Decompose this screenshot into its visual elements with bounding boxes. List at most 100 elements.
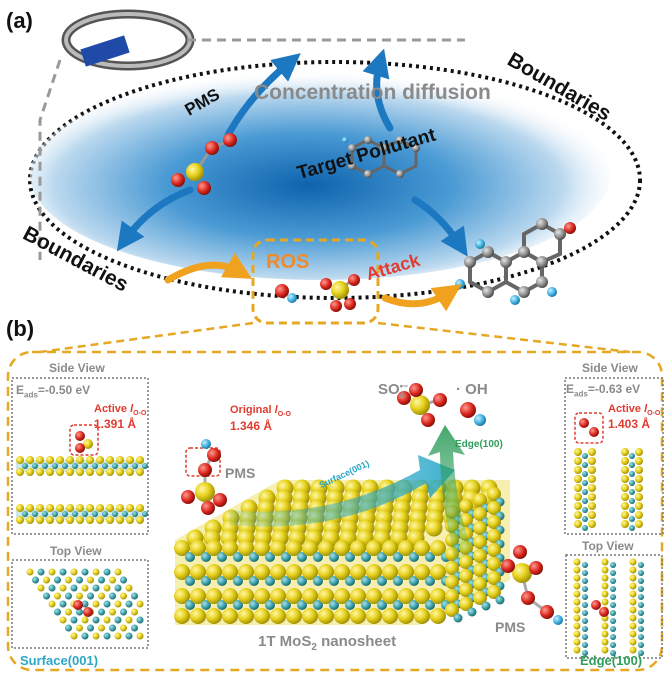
sulfur-atom bbox=[190, 608, 206, 624]
active-left-label: Active lO-O bbox=[94, 403, 147, 418]
sulfur-atom bbox=[103, 584, 111, 592]
sulfur-atom bbox=[86, 456, 94, 464]
sulfur-atom bbox=[96, 456, 104, 464]
sulfur-atom bbox=[473, 521, 487, 535]
sulfur-atom bbox=[601, 574, 609, 582]
molybdenum-atom bbox=[629, 507, 635, 513]
sulfur-atom bbox=[36, 516, 44, 524]
molybdenum-atom bbox=[43, 592, 50, 600]
sulfur-atom bbox=[96, 504, 104, 512]
molybdenum-atom bbox=[233, 576, 243, 586]
sulfur-atom bbox=[473, 591, 487, 605]
sulfur-atom bbox=[629, 646, 637, 654]
sulfur-atom bbox=[573, 630, 581, 638]
molybdenum-atom bbox=[582, 471, 588, 477]
sulfur-atom bbox=[318, 588, 334, 604]
sulfur-atom bbox=[621, 466, 629, 474]
molybdenum-atom bbox=[297, 576, 307, 586]
molybdenum-atom bbox=[65, 592, 72, 600]
sulfur-atom bbox=[238, 564, 254, 580]
molybdenum-atom bbox=[32, 511, 38, 517]
sulfur-atom bbox=[116, 516, 124, 524]
molybdenum-atom bbox=[109, 624, 116, 632]
sulfur-atom bbox=[574, 457, 582, 465]
molybdenum-atom bbox=[638, 650, 644, 656]
sulfur-atom bbox=[114, 600, 122, 608]
sulfur-atom bbox=[350, 588, 366, 604]
pms-label-right: PMS bbox=[495, 619, 526, 635]
sulfur-atom bbox=[270, 564, 286, 580]
sulfur-atom bbox=[588, 475, 596, 483]
sulfur-atom bbox=[573, 638, 581, 646]
sulfur-atom bbox=[174, 608, 190, 624]
molybdenum-atom bbox=[62, 463, 68, 469]
sulfur-atom bbox=[414, 564, 430, 580]
molybdenum-atom bbox=[582, 602, 588, 608]
molybdenum-atom bbox=[409, 576, 419, 586]
sulfur-atom bbox=[54, 592, 61, 600]
top-view-right-box bbox=[565, 554, 663, 659]
sulfur-atom bbox=[445, 603, 459, 617]
molybdenum-atom bbox=[265, 600, 275, 610]
molybdenum-atom bbox=[54, 576, 61, 584]
molybdenum-atom bbox=[42, 463, 48, 469]
molybdenum-atom bbox=[22, 511, 28, 517]
sulfur-atom bbox=[487, 557, 501, 571]
sulfur-atom bbox=[334, 608, 350, 624]
molybdenum-atom bbox=[629, 462, 635, 468]
sulfur-atom bbox=[473, 493, 487, 507]
molybdenum-atom bbox=[313, 552, 323, 562]
sulfur-atom bbox=[601, 582, 609, 590]
sulfur-atom bbox=[574, 448, 582, 456]
molybdenum-atom bbox=[313, 576, 323, 586]
sulfur-atom bbox=[414, 608, 430, 624]
molybdenum-atom bbox=[610, 586, 616, 592]
side-view-right-title: Side View bbox=[582, 361, 638, 375]
sulfur-atom bbox=[222, 540, 238, 556]
sulfur-atom bbox=[366, 564, 382, 580]
edge-pathway-arrow bbox=[428, 425, 472, 560]
molybdenum-atom bbox=[638, 586, 644, 592]
sulfur-atom bbox=[588, 466, 596, 474]
sulfur-atom bbox=[109, 608, 116, 616]
molybdenum-atom bbox=[76, 608, 83, 616]
molybdenum-atom bbox=[249, 576, 259, 586]
molybdenum-atom bbox=[201, 600, 211, 610]
sulfur-atom bbox=[573, 582, 581, 590]
molybdenum-atom bbox=[37, 568, 45, 576]
molybdenum-atom bbox=[629, 525, 635, 531]
eads-right: Eads=-0.63 eV bbox=[566, 382, 641, 399]
molybdenum-atom bbox=[122, 463, 128, 469]
sulfur-atom bbox=[573, 606, 581, 614]
sulfur-atom bbox=[621, 502, 629, 510]
molybdenum-atom bbox=[495, 595, 505, 605]
molybdenum-atom bbox=[72, 511, 78, 517]
molybdenum-atom bbox=[638, 570, 644, 576]
sulfur-atom bbox=[302, 608, 318, 624]
molybdenum-atom bbox=[48, 584, 56, 592]
top-view-left-box bbox=[11, 559, 149, 649]
molybdenum-atom bbox=[233, 600, 243, 610]
molybdenum-atom bbox=[92, 463, 98, 469]
sulfur-atom bbox=[48, 568, 56, 576]
molybdenum-atom bbox=[132, 463, 138, 469]
molybdenum-atom bbox=[638, 642, 644, 648]
sulfur-atom bbox=[46, 516, 54, 524]
sulfur-atom bbox=[635, 484, 643, 492]
sulfur-atom bbox=[81, 616, 89, 624]
boundary-ellipse bbox=[28, 60, 642, 300]
sulfur-atom bbox=[414, 588, 430, 604]
molybdenum-atom bbox=[132, 511, 138, 517]
sulfur-atom bbox=[86, 516, 94, 524]
sulfur-atom bbox=[398, 608, 414, 624]
sulfur-atom bbox=[430, 588, 446, 604]
molybdenum-atom bbox=[582, 489, 588, 495]
sulfur-atom bbox=[635, 520, 643, 528]
sulfur-atom bbox=[629, 606, 637, 614]
sulfur-atom bbox=[601, 558, 609, 566]
molybdenum-atom bbox=[345, 600, 355, 610]
sulfur-atom bbox=[136, 468, 144, 476]
sulfur-atom bbox=[190, 540, 206, 556]
molybdenum-atom bbox=[377, 576, 387, 586]
molybdenum-atom bbox=[329, 576, 339, 586]
